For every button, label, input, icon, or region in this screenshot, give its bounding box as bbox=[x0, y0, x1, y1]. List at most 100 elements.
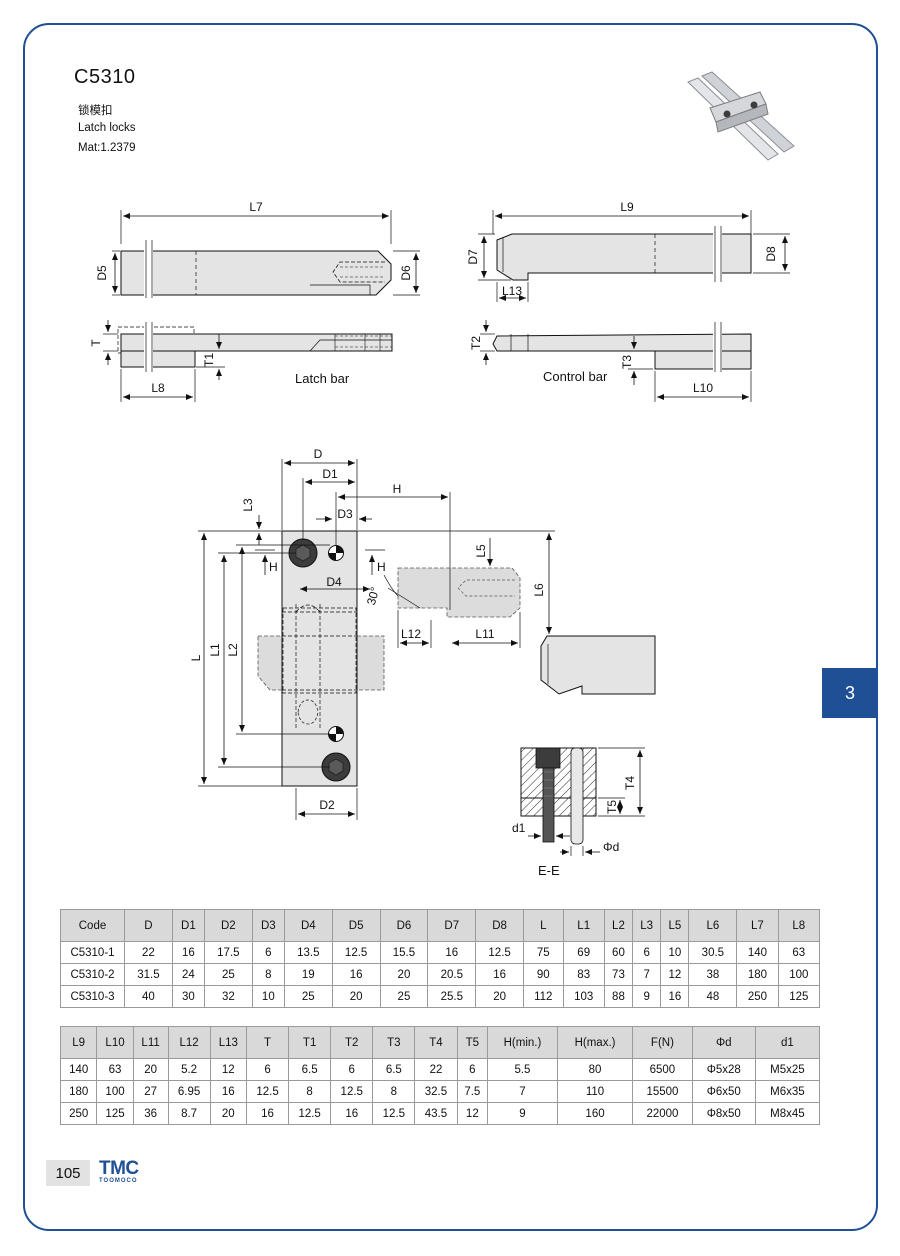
table-cell: 13.5 bbox=[283, 941, 333, 964]
control-bar-top-view: L9 D7 D8 L13 bbox=[466, 200, 790, 302]
caption-control-bar: Control bar bbox=[543, 369, 608, 384]
col-L3: L3 bbox=[632, 909, 662, 942]
table-header-row: Code D D1 D2 D3 D4 D5 D6 D7 D8 L L1 L2 L… bbox=[60, 909, 821, 942]
col-D7: D7 bbox=[427, 909, 477, 942]
col-D3: D3 bbox=[251, 909, 285, 942]
table-cell: 25 bbox=[379, 985, 429, 1008]
dim-L: L bbox=[189, 654, 203, 661]
dim-H-top: H bbox=[393, 482, 402, 496]
table-cell: 22000 bbox=[632, 1102, 693, 1125]
table-row: C5310-3 40 30 32 10 25 20 25 25.5 20 112… bbox=[60, 985, 821, 1008]
table-cell: 8 bbox=[251, 963, 285, 986]
table-cell: 69 bbox=[562, 941, 605, 964]
table-cell: 20 bbox=[132, 1058, 169, 1081]
dim-H-left: H bbox=[269, 560, 278, 574]
dim-L8: L8 bbox=[151, 381, 165, 395]
logo-sub: TOOMOCO bbox=[99, 1178, 138, 1184]
table-cell: 60 bbox=[603, 941, 634, 964]
table-row: 250 125 36 8.7 20 16 12.5 16 12.5 43.5 1… bbox=[59, 1102, 821, 1125]
spec-table-2: L9 L10 L11 L12 L13 T T1 T2 T3 T4 T5 H(mi… bbox=[59, 1026, 821, 1125]
table-cell: 27 bbox=[132, 1080, 169, 1103]
table-cell: 16 bbox=[331, 963, 381, 986]
dim-d1: d1 bbox=[512, 821, 526, 835]
table-cell: 22 bbox=[414, 1058, 458, 1081]
table-cell: M8x45 bbox=[754, 1102, 821, 1125]
dim-D8: D8 bbox=[764, 246, 778, 262]
table-cell: 15500 bbox=[632, 1080, 693, 1103]
table-cell: 100 bbox=[96, 1080, 134, 1103]
table-cell: 6 bbox=[456, 1058, 489, 1081]
table-cell: 12.5 bbox=[372, 1102, 416, 1125]
table-cell: 8 bbox=[288, 1080, 332, 1103]
table-cell: 16 bbox=[245, 1102, 290, 1125]
table-cell: 140 bbox=[736, 941, 779, 964]
dim-T2: T2 bbox=[469, 336, 483, 350]
table-cell: Φ6x50 bbox=[691, 1080, 756, 1103]
dim-L10: L10 bbox=[693, 381, 713, 395]
table-cell: C5310-2 bbox=[60, 963, 125, 986]
table-cell: 160 bbox=[556, 1102, 634, 1125]
table-header-row: L9 L10 L11 L12 L13 T T1 T2 T3 T4 T5 H(mi… bbox=[59, 1026, 821, 1059]
table-cell: C5310-1 bbox=[60, 941, 125, 964]
table-cell: 112 bbox=[523, 985, 564, 1008]
table-row: 180 100 27 6.95 16 12.5 8 12.5 8 32.5 7.… bbox=[59, 1080, 821, 1103]
control-bar-side-view: T2 T3 L10 Control bar bbox=[469, 320, 752, 402]
dim-T: T bbox=[89, 339, 103, 347]
table-cell: 75 bbox=[523, 941, 564, 964]
table-cell: 19 bbox=[283, 963, 333, 986]
dim-angle: 30° bbox=[364, 585, 382, 606]
col-D: D bbox=[124, 909, 173, 942]
section-ee-view: T4 T5 d1 Φd E-E bbox=[512, 747, 645, 878]
table-cell: 36 bbox=[132, 1102, 169, 1125]
table-cell: 12 bbox=[456, 1102, 489, 1125]
table-cell: 6 bbox=[330, 1058, 374, 1081]
dim-T3: T3 bbox=[620, 355, 634, 369]
product-code: C5310 bbox=[74, 66, 136, 88]
brand-logo: TMC TOOMOCO bbox=[99, 1158, 139, 1184]
product-photo bbox=[687, 71, 795, 161]
table-cell: 8.7 bbox=[167, 1102, 211, 1125]
dim-D6: D6 bbox=[399, 265, 413, 281]
page-number: 105 bbox=[46, 1160, 90, 1186]
table-cell: 16 bbox=[209, 1080, 247, 1103]
col-code: Code bbox=[60, 909, 125, 942]
table-cell: Φ5x28 bbox=[691, 1058, 756, 1081]
col-L7: L7 bbox=[736, 909, 779, 942]
table-cell: 250 bbox=[59, 1102, 98, 1125]
table-cell: M5x25 bbox=[754, 1058, 821, 1081]
dim-D4: D4 bbox=[326, 575, 342, 589]
table-cell: 30.5 bbox=[688, 941, 738, 964]
table-cell: 40 bbox=[124, 985, 173, 1008]
col-D4: D4 bbox=[283, 909, 333, 942]
table-cell: 31.5 bbox=[124, 963, 173, 986]
dim-D3: D3 bbox=[337, 507, 353, 521]
table-cell: 12 bbox=[660, 963, 690, 986]
table-cell: 20 bbox=[331, 985, 381, 1008]
dim-D2: D2 bbox=[319, 798, 335, 812]
col-D1: D1 bbox=[171, 909, 205, 942]
table-cell: 24 bbox=[171, 963, 205, 986]
col-L5: L5 bbox=[660, 909, 690, 942]
table-cell: 12.5 bbox=[475, 941, 525, 964]
logo-main: TMC bbox=[99, 1158, 139, 1179]
table-cell: M6x35 bbox=[754, 1080, 821, 1103]
col-L: L bbox=[523, 909, 564, 942]
table-cell: 20 bbox=[209, 1102, 247, 1125]
section-tab[interactable]: 3 bbox=[822, 668, 878, 718]
dim-L9: L9 bbox=[620, 200, 634, 214]
dim-L11: L11 bbox=[475, 627, 494, 641]
latch-bar-side-view: T T1 L8 Latch bar bbox=[89, 320, 393, 402]
dim-D1: D1 bbox=[322, 467, 338, 481]
col-D6: D6 bbox=[379, 909, 429, 942]
table-cell: 32.5 bbox=[414, 1080, 458, 1103]
table-cell: 7.5 bbox=[456, 1080, 489, 1103]
table-cell: Φ8x50 bbox=[691, 1102, 756, 1125]
col-D2: D2 bbox=[203, 909, 253, 942]
table-cell: 100 bbox=[777, 963, 821, 986]
table-cell: 48 bbox=[688, 985, 738, 1008]
col-T4: T4 bbox=[414, 1026, 458, 1059]
table-cell: 6 bbox=[251, 941, 285, 964]
table-cell: 63 bbox=[777, 941, 821, 964]
table-cell: 5.5 bbox=[487, 1058, 558, 1081]
table-cell: 250 bbox=[736, 985, 779, 1008]
